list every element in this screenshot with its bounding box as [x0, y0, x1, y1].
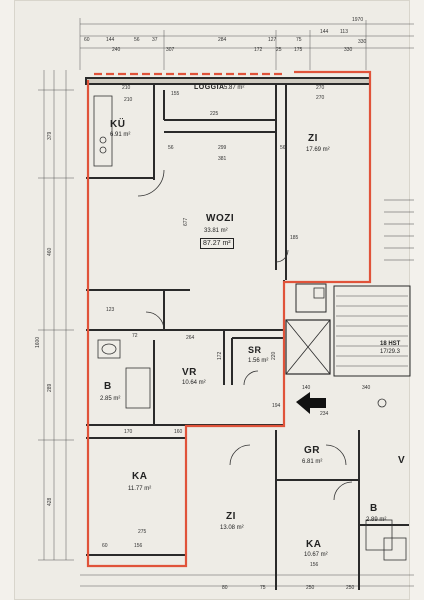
dim-top-sub: 330 — [344, 47, 353, 53]
dim-inner: 677 — [183, 217, 189, 226]
apartment-outline — [86, 70, 372, 568]
dim-top: 113 — [340, 29, 348, 35]
dim-top: 330 — [358, 39, 367, 45]
dim-inner: 250 — [346, 585, 355, 591]
dim-inner: 194 — [272, 403, 281, 409]
dim-inner: 264 — [186, 335, 195, 341]
dim-inner: 185 — [290, 235, 299, 241]
room-b-left-area: 2.85 m² — [100, 396, 121, 402]
dim-inner: 75 — [260, 585, 266, 591]
room-ku-area: 6.91 m² — [110, 132, 131, 138]
dim-top-sub: 175 — [294, 47, 303, 53]
dim-inner: 270 — [316, 95, 325, 101]
dim-top: 144 — [320, 29, 329, 35]
dim-inner: 381 — [218, 156, 227, 162]
dim-inner: 72 — [132, 333, 138, 339]
room-wozi-area: 33.81 m² — [204, 228, 228, 234]
room-loggia-name: LOGGIA — [194, 84, 225, 91]
dim-top: 127 — [268, 37, 277, 43]
room-loggia-area: 5.87 m² — [224, 85, 245, 91]
dim-inner: 60 — [102, 543, 108, 549]
dim-inner: 170 — [124, 429, 133, 435]
dim-inner: 172 — [217, 351, 223, 360]
dim-top-total: 1970 — [352, 17, 364, 23]
dim-inner: 160 — [174, 429, 183, 435]
total-area-badge: 87.27 m² — [200, 238, 234, 249]
dim-top: 56 — [134, 37, 140, 43]
dim-left-total: 1600 — [35, 336, 41, 348]
room-b-left-name: B — [104, 381, 112, 392]
room-ka-left-name: KA — [132, 471, 148, 482]
room-zi-bottom-name: ZI — [226, 511, 236, 522]
dim-top: 37 — [152, 37, 158, 43]
room-zi-top-area: 17.69 m² — [306, 147, 330, 153]
dim-inner: 210 — [124, 97, 133, 103]
fixtures — [93, 95, 407, 561]
dim-inner: 234 — [320, 411, 329, 417]
dim-top-sub: 307 — [166, 47, 175, 53]
dim-top: 284 — [218, 37, 227, 43]
dim-top: 75 — [296, 37, 302, 43]
dim-top-sub: 25 — [276, 47, 282, 53]
room-sr-area: 1.56 m² — [248, 358, 269, 364]
staircase-sub: 17/29.3 — [380, 349, 401, 355]
dim-inner: 299 — [218, 145, 227, 151]
room-ku-name: KÜ — [110, 119, 126, 130]
room-gr-name: GR — [304, 445, 320, 456]
dim-inner: 225 — [210, 111, 219, 117]
dim-inner: 156 — [310, 562, 319, 568]
floor-plan-sheet: KÜ 6.91 m² LOGGIA 5.87 m² ZI 17.69 m² WO… — [14, 0, 414, 600]
room-zi-top-name: ZI — [308, 133, 318, 144]
room-b-right-area: 2.89 m² — [366, 517, 387, 523]
room-ka-left-area: 11.77 m² — [128, 486, 152, 492]
room-wozi-name: WOZI — [206, 213, 235, 224]
dim-inner: 56 — [280, 145, 286, 151]
room-ka-right-name: KA — [306, 539, 322, 550]
dim-inner: 275 — [138, 529, 147, 535]
floor-plan-drawing — [38, 18, 414, 590]
dim-inner: 270 — [316, 85, 325, 91]
dim-inner: 220 — [271, 351, 277, 360]
room-b-right-name: B — [370, 503, 378, 514]
dim-inner: 80 — [222, 585, 228, 591]
dimension-lines — [38, 18, 414, 587]
dim-left: 289 — [47, 383, 53, 392]
staircase-label: 18 HST — [380, 341, 401, 347]
dim-left: 428 — [47, 497, 53, 506]
room-vr-area: 10.64 m² — [182, 380, 206, 386]
dim-inner: 250 — [306, 585, 315, 591]
dim-inner: 155 — [171, 91, 180, 97]
dim-top-sub: 240 — [112, 47, 121, 53]
dim-top-sub: 172 — [254, 47, 263, 53]
dim-inner: 140 — [302, 385, 311, 391]
room-ka-right-area: 10.67 m² — [304, 552, 328, 558]
dim-top: 144 — [106, 37, 115, 43]
dim-left: 460 — [47, 247, 53, 256]
room-v-partial: V — [398, 455, 406, 466]
stair-treads — [336, 199, 414, 367]
dim-inner: 156 — [134, 543, 143, 549]
dim-inner: 56 — [168, 145, 174, 151]
room-sr-name: SR — [248, 345, 262, 355]
room-vr-name: VR — [182, 367, 197, 378]
walls — [85, 77, 411, 590]
dim-inner: 340 — [362, 385, 371, 391]
room-gr-area: 6.81 m² — [302, 459, 323, 465]
entrance-arrow-icon — [296, 392, 326, 414]
dim-left: 379 — [47, 131, 53, 140]
room-zi-bottom-area: 13.08 m² — [220, 525, 244, 531]
dim-inner: 123 — [106, 307, 115, 313]
dim-top: 60 — [84, 37, 90, 43]
dim-inner: 210 — [122, 85, 131, 91]
